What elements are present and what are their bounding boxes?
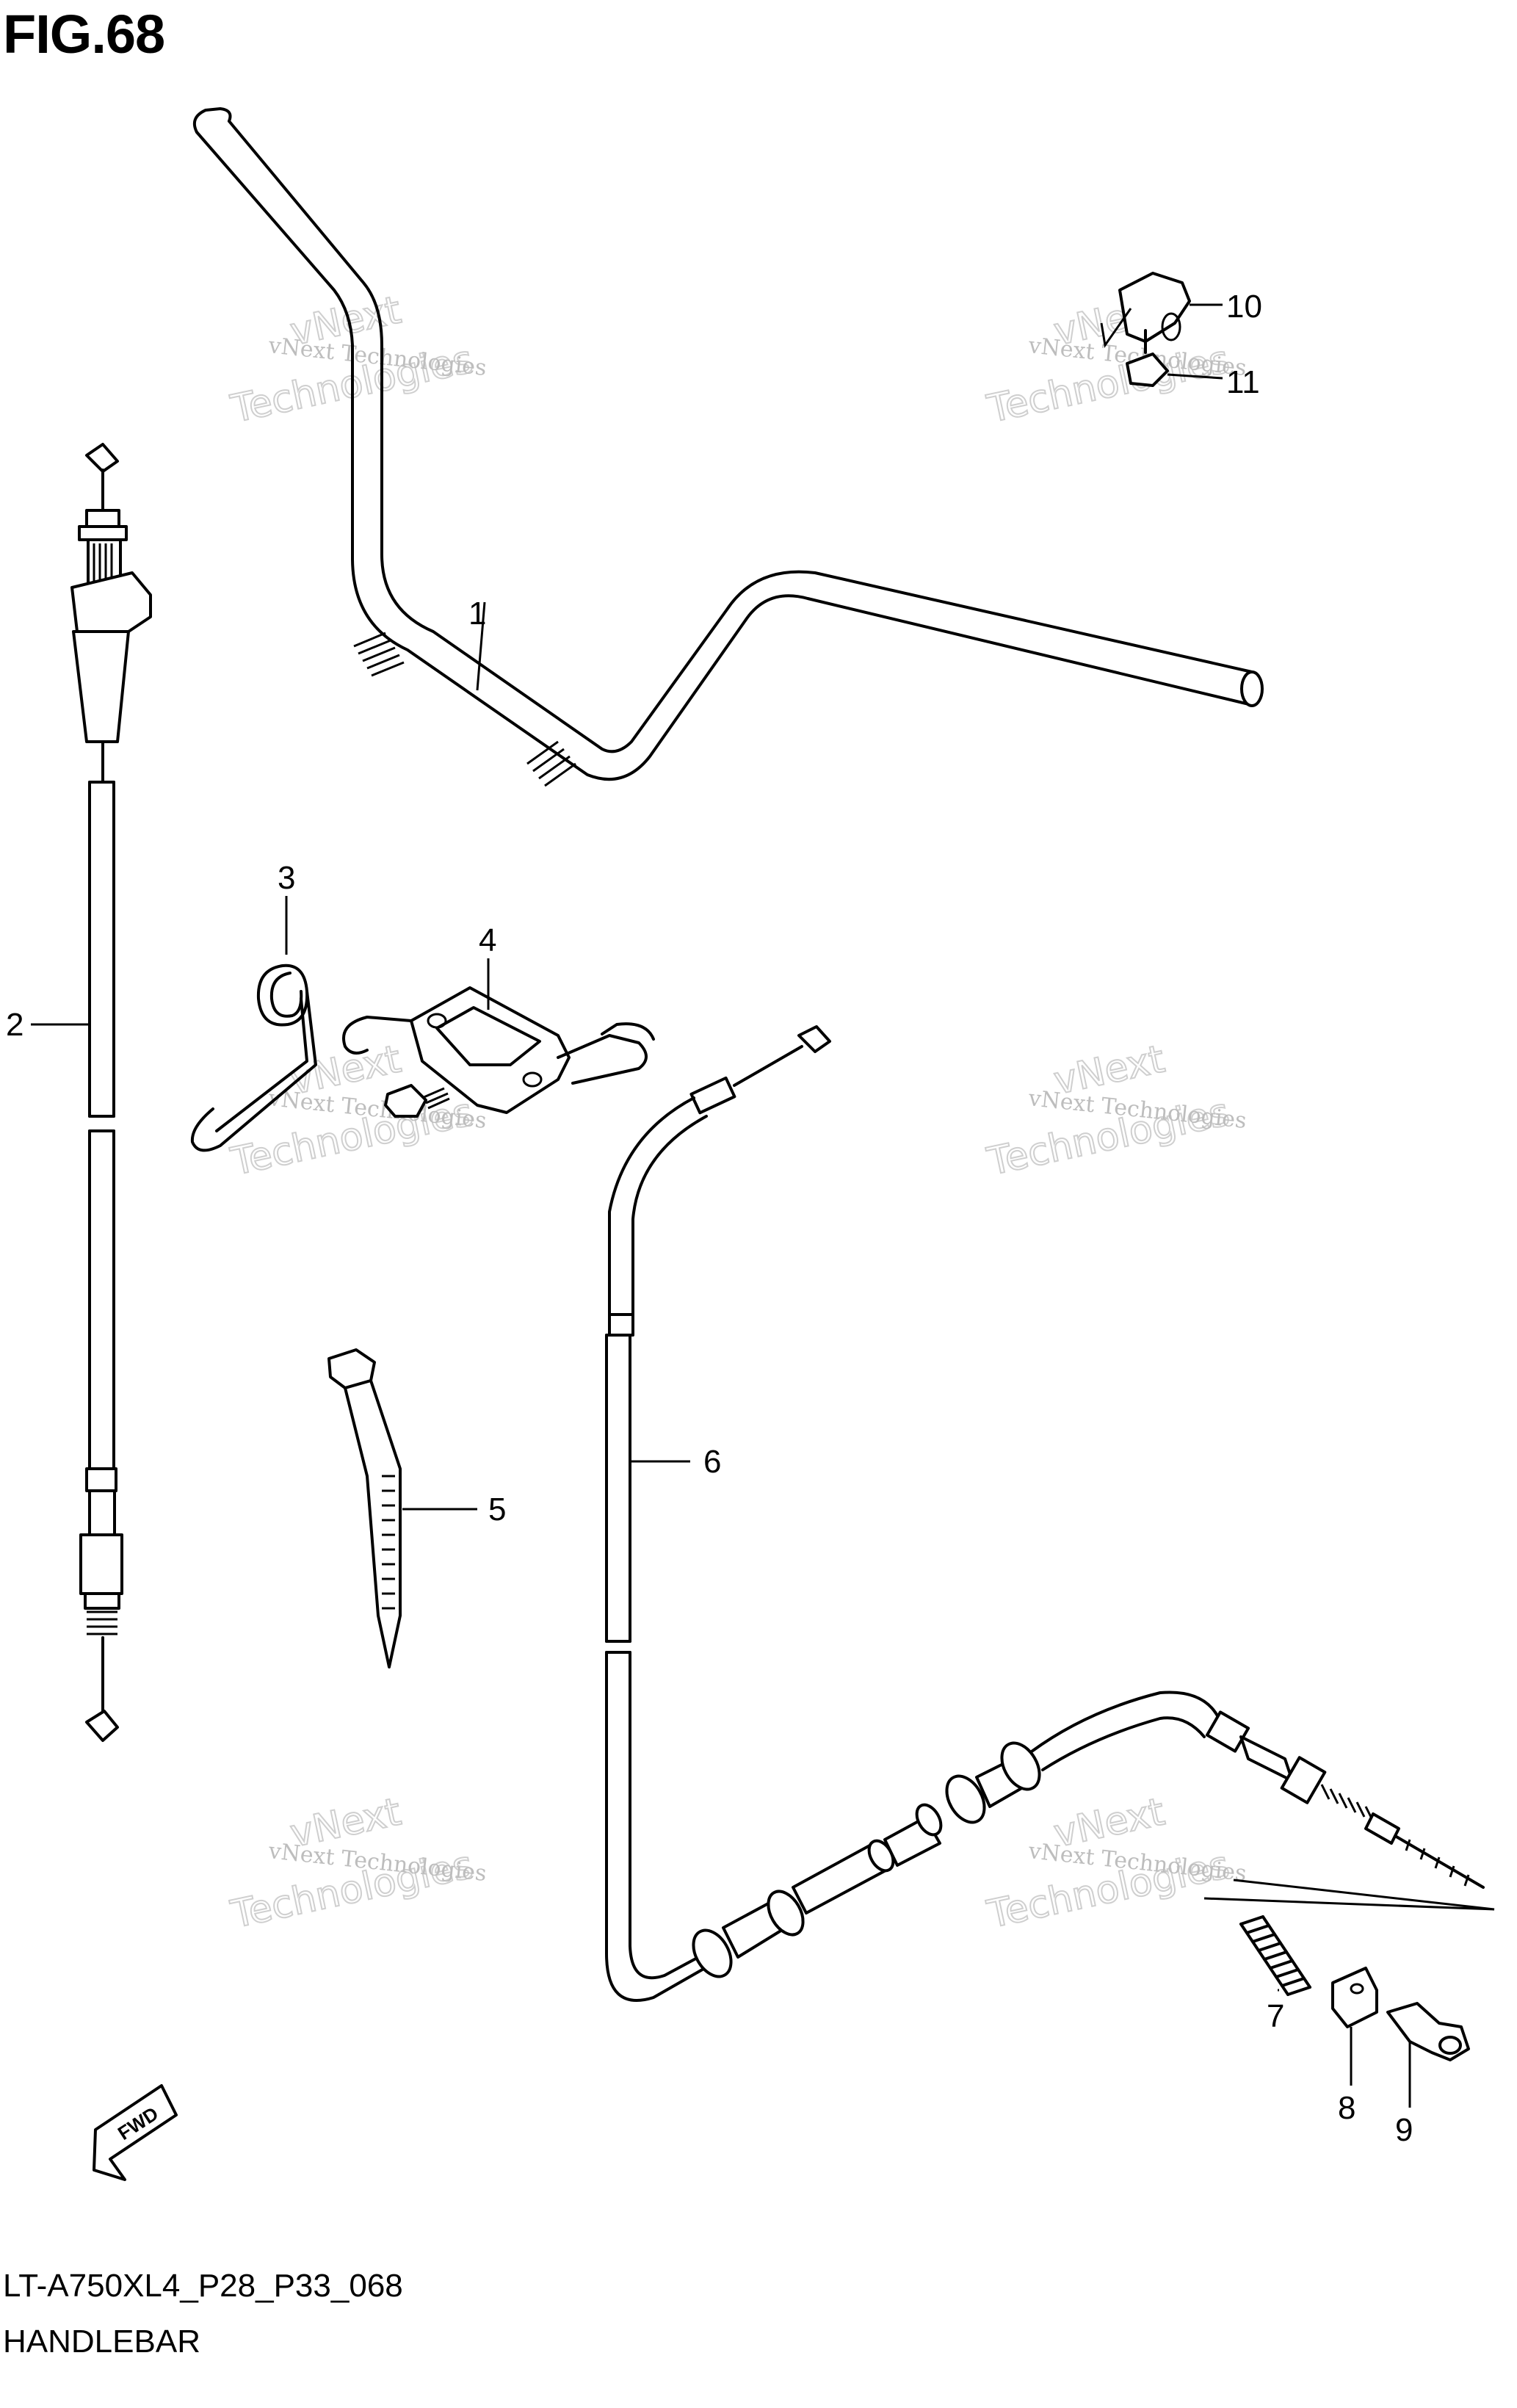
callout-6: 6 <box>703 1444 721 1480</box>
watermark-top-left: Technologies vNext vNext Technologies <box>226 287 488 432</box>
callout-5: 5 <box>488 1492 506 1527</box>
callout-1: 1 <box>468 596 486 632</box>
figure-title: FIG.68 <box>3 4 165 65</box>
part-1-handlebar <box>193 107 1264 787</box>
part-9-joint <box>1386 2002 1470 2108</box>
watermark-low-right: Technologies vNext vNext Technologies <box>982 1789 1248 1937</box>
figure-name: HANDLEBAR <box>3 2324 200 2360</box>
part-7-spring <box>1203 1879 1495 1996</box>
callout-8: 8 <box>1338 2090 1355 2126</box>
part-3-clip <box>190 896 317 1152</box>
callout-10: 10 <box>1226 289 1262 325</box>
figure-code: LT-A750XL4_P28_P33_068 <box>3 2268 403 2304</box>
fwd-arrow-badge: FWD <box>93 2084 178 2181</box>
handlebar-right-ring <box>526 740 576 787</box>
callout-4: 4 <box>479 922 496 958</box>
part-8-nut <box>1331 1967 1378 2086</box>
callout-2: 2 <box>6 1007 23 1043</box>
callout-3: 3 <box>278 860 295 896</box>
callout-labels: 1 2 3 4 5 6 7 8 9 10 11 <box>6 289 1413 2148</box>
watermark-group: Technologies vNext vNext Technologies Te… <box>226 287 1248 1937</box>
part-2-cable <box>70 443 152 1742</box>
callout-7: 7 <box>1267 1998 1284 2034</box>
cable-sleeve-lower <box>692 1839 895 1978</box>
watermark-low-left: Technologies vNext vNext Technologies <box>226 1789 488 1937</box>
watermark-mid-right: Technologies vNext vNext Technologies <box>982 1036 1248 1185</box>
handlebar-left-ring <box>353 632 405 677</box>
callout-9: 9 <box>1395 2112 1413 2148</box>
callout-11: 11 <box>1226 364 1260 400</box>
part-11-screw <box>1126 329 1223 387</box>
part-5-cable-tie <box>327 1348 477 1668</box>
cable-sleeve-middle <box>883 1741 1041 1867</box>
part-6-cable <box>605 1025 1485 2002</box>
part-10-holder <box>1100 272 1223 348</box>
part-4-bracket <box>342 958 655 1118</box>
watermark-top-right: Technologies vNext vNext Technologies <box>982 287 1248 432</box>
